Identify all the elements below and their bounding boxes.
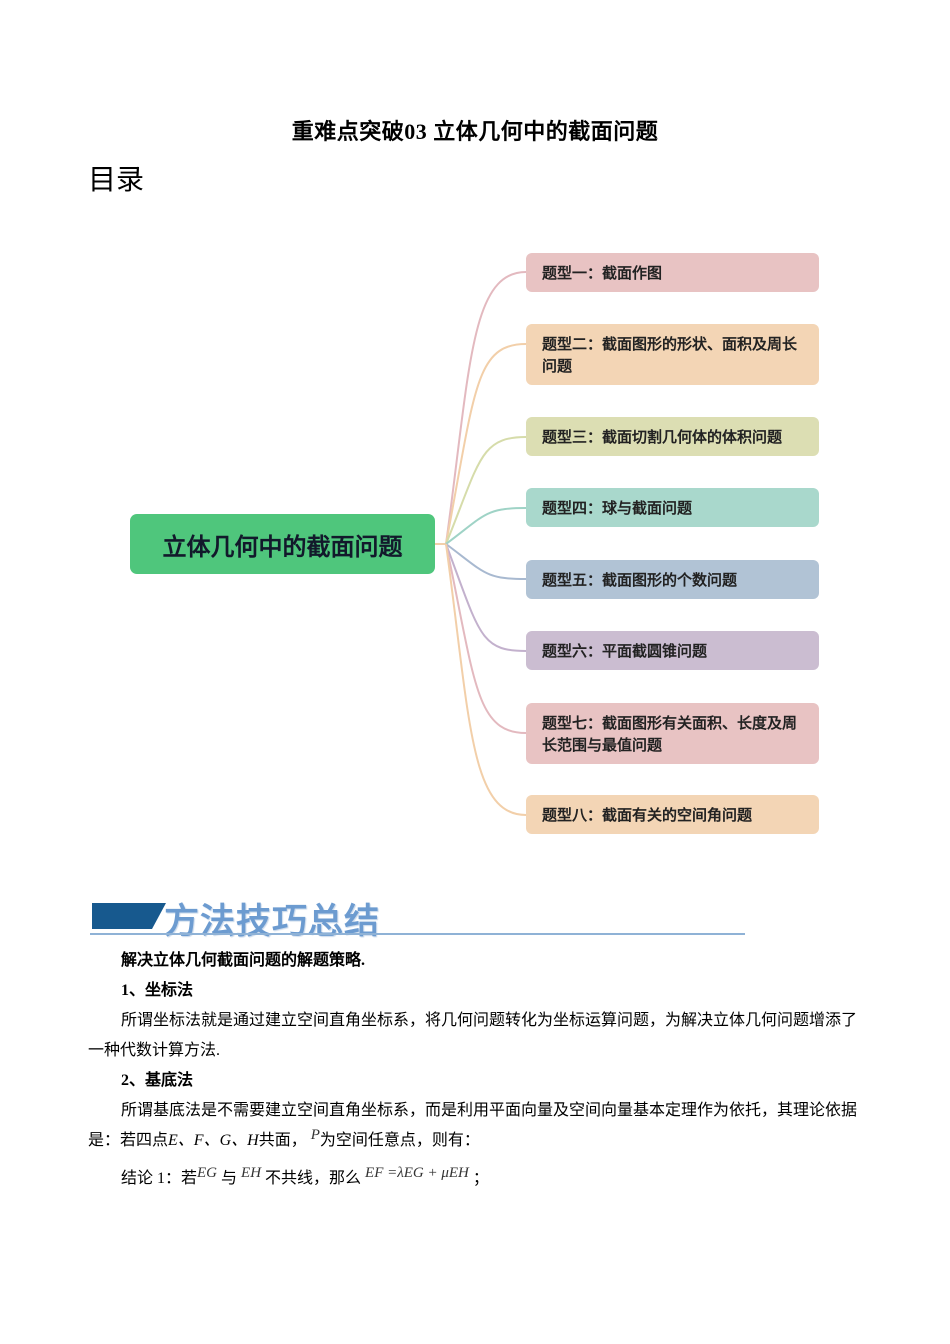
node-label: 题型六：平面截圆锥问题 (542, 641, 708, 660)
node-label: 题型七：截面图形有关面积、长度及周长范围与最值问题 (542, 713, 798, 754)
banner-block-decoration (92, 903, 152, 929)
section-body: 解决立体几何截面问题的解题策略. 1、坐标法 所谓坐标法就是通过建立空间直角坐标… (88, 946, 863, 1194)
intro-text: 解决立体几何截面问题的解题策略. (121, 952, 366, 969)
banner-underline (90, 933, 745, 935)
method1-title: 1、坐标法 (121, 982, 194, 999)
node-label: 题型三：截面切割几何体的体积问题 (542, 427, 783, 446)
mindmap-node-type-1: 题型一：截面作图 (526, 253, 819, 292)
node-label: 题型四：球与截面问题 (542, 498, 693, 517)
point-p: P (310, 1127, 320, 1143)
conclusion1-formula: EF =λEG + μEH (365, 1165, 469, 1181)
vector-eh: EH (241, 1165, 262, 1181)
node-label: 题型二：截面图形的形状、面积及周长问题 (542, 334, 798, 375)
method1-text: 所谓坐标法就是通过建立空间直角坐标系，将几何问题转化为坐标运算问题，为解决立体几… (88, 1012, 858, 1059)
mindmap-node-type-7: 题型七：截面图形有关面积、长度及周长范围与最值问题 (526, 703, 819, 764)
mindmap: 立体几何中的截面问题 题型一：截面作图 题型二：截面图形的形状、面积及周长问题 … (0, 240, 950, 850)
mindmap-node-type-8: 题型八：截面有关的空间角问题 (526, 795, 819, 834)
mindmap-node-type-2: 题型二：截面图形的形状、面积及周长问题 (526, 324, 819, 385)
conclusion1-text: 不共线，那么 (265, 1170, 362, 1187)
points-efgh: E、F、G、H (168, 1132, 259, 1149)
mindmap-node-type-4: 题型四：球与截面问题 (526, 488, 819, 527)
method2-text-b: 共面， (258, 1132, 307, 1149)
section-banner: 方法技巧总结 (90, 893, 745, 941)
conclusion1-mid: 与 (221, 1170, 238, 1187)
method2-text: 所谓基底法是不需要建立空间直角坐标系，而是利用平面向量及空间向量基本定理作为依托… (88, 1096, 863, 1156)
conclusion1-prefix: 结论 1：若 (121, 1170, 198, 1187)
node-label: 题型五：截面图形的个数问题 (542, 570, 738, 589)
node-label: 题型八：截面有关的空间角问题 (542, 805, 753, 824)
node-label: 题型一：截面作图 (542, 263, 663, 282)
document-title: 重难点突破03 立体几何中的截面问题 (291, 119, 659, 144)
vector-eg: EG (197, 1165, 218, 1181)
banner-triangle-decoration (152, 903, 166, 929)
mindmap-node-type-6: 题型六：平面截圆锥问题 (526, 631, 819, 670)
conclusion1-end: ； (472, 1170, 489, 1187)
method2-text-a: 所谓基底法是不需要建立空间直角坐标系，而是利用平面向量及空间向量基本定理作为依托… (88, 1102, 858, 1149)
section-title: 方法技巧总结 (164, 902, 381, 941)
mindmap-connectors (435, 271, 527, 816)
mindmap-node-type-3: 题型三：截面切割几何体的体积问题 (526, 417, 819, 456)
method2-title: 2、基底法 (121, 1072, 194, 1089)
mindmap-root-node: 立体几何中的截面问题 (130, 514, 435, 574)
toc-heading: 目录 (88, 163, 145, 196)
method2-text-c: 为空间任意点，则有： (319, 1132, 480, 1149)
conclusion-1: 结论 1：若EG 与 EH 不共线，那么 EF =λEG + μEH ； (88, 1164, 863, 1194)
mindmap-node-type-5: 题型五：截面图形的个数问题 (526, 560, 819, 599)
